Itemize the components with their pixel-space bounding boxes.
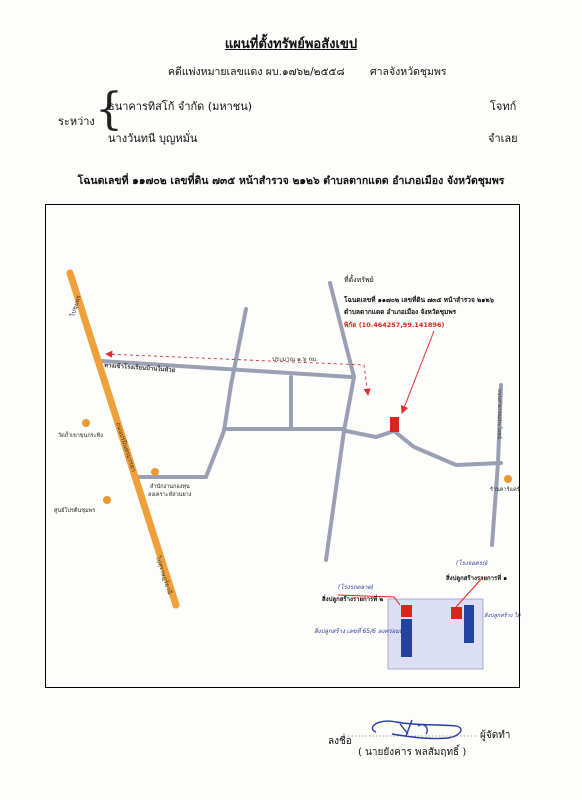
building-1-label: สิ่งปลูกสร้างรายการที่ ๑ xyxy=(446,573,508,583)
north-south-road xyxy=(324,281,357,562)
main-road-mid-label: ถนนปรมินทรมรรคา xyxy=(114,421,137,473)
property-line-1: โฉนดเลขที่ ๑๑๗๐๒ เลขที่ดิน ๗๓๕ หน้าสำรวจ… xyxy=(343,294,494,304)
between-label: ระหว่าง xyxy=(58,115,95,128)
property-pointer xyxy=(400,330,435,414)
defendant-name: นางวันทนี บุญหมั่น xyxy=(108,132,198,145)
distance-arrow xyxy=(105,350,371,396)
inner-road-west xyxy=(132,307,248,479)
sign-label: ลงชื่อ xyxy=(328,736,352,747)
page-title: แผนที่ตั้งทรัพย์พอสังเขป xyxy=(224,37,358,52)
signer-name: ( นายยังคาร พลสัมฤทธิ์ ) xyxy=(358,747,467,758)
hand-note-left: สิ่งปลูกสร้าง เลขที่ 65/6 ลงคร่อมที่ดิน xyxy=(314,626,412,635)
building-2 xyxy=(401,605,412,617)
building-2-note: (โรงรถตลาด) xyxy=(338,583,374,591)
plaintiff-name: ธนาคารทิสโก้ จำกัด (มหาชน) xyxy=(108,100,253,113)
sign-suffix: ผู้จัดทำ xyxy=(480,730,511,741)
plaintiff-role: โจทก์ xyxy=(490,100,517,113)
side-road-right-label: ถนนสาธารณประโยชน์ xyxy=(496,389,503,439)
east-road xyxy=(490,383,503,547)
signature-mark xyxy=(348,719,478,740)
temple-label: วัดถ้ำเขาขุนกระทิง xyxy=(58,431,103,439)
property-title: ที่ตั้งทรัพย์ xyxy=(344,273,374,284)
temple-poi xyxy=(82,419,90,427)
building-main-right xyxy=(464,605,474,643)
shop-label: ร้านคาร์แคร์ xyxy=(490,486,520,493)
location-map: ไปชุมพร ถนนปรมินทรมรรคา ไปสุราษฎร์ธานี ท… xyxy=(54,269,521,670)
building-1-pointer xyxy=(455,576,484,608)
property-marker xyxy=(390,417,399,432)
property-road xyxy=(344,428,503,468)
office-label-1: สำนักงานกองทุน xyxy=(150,483,190,490)
court-name: ศาลจังหวัดชุมพร xyxy=(370,66,447,78)
shop-poi xyxy=(504,475,512,483)
office-label-2: ลงเคราะห์สวนยาง xyxy=(148,491,192,498)
hand-note-right: สิ่งปลูกสร้าง ไม่ปรากฏเลขทะเบียน รายการท… xyxy=(484,611,521,619)
building-2-label: สิ่งปลูกสร้างรายการที่ ๒ xyxy=(322,594,384,604)
defendant-role: จำเลย xyxy=(488,132,518,145)
center-label: ศูนย์โปรตีนชุมพร xyxy=(54,506,95,514)
coords-label: พิกัด (10.464257,99.141896) xyxy=(344,321,444,329)
building-2-pointer xyxy=(337,594,401,606)
building-main-left xyxy=(401,619,412,657)
main-highway xyxy=(66,269,180,609)
center-poi xyxy=(103,496,111,504)
distance-label: ประมาณ ๑.๖ กม. xyxy=(272,356,318,363)
brace-icon: { xyxy=(95,84,123,135)
office-poi xyxy=(151,468,159,476)
property-line-2: ตำบลตากแดด อำเภอเมือง จังหวัดชุมพร xyxy=(344,308,457,316)
building-1-note: (โรงจอดรถ) xyxy=(456,559,488,567)
building-1 xyxy=(451,607,462,619)
map-frame: ไปชุมพร ถนนปรมินทรมรรคา ไปสุราษฎร์ธานี ท… xyxy=(45,204,521,688)
deed-description: โฉนดเลขที่ ๑๑๗๐๒ เลขที่ดิน ๗๓๕ หน้าสำรวจ… xyxy=(77,175,505,187)
case-number: คดีแพ่งหมายเลขแดง ผบ.๑๗๖๒/๒๕๕๘ xyxy=(168,66,345,78)
